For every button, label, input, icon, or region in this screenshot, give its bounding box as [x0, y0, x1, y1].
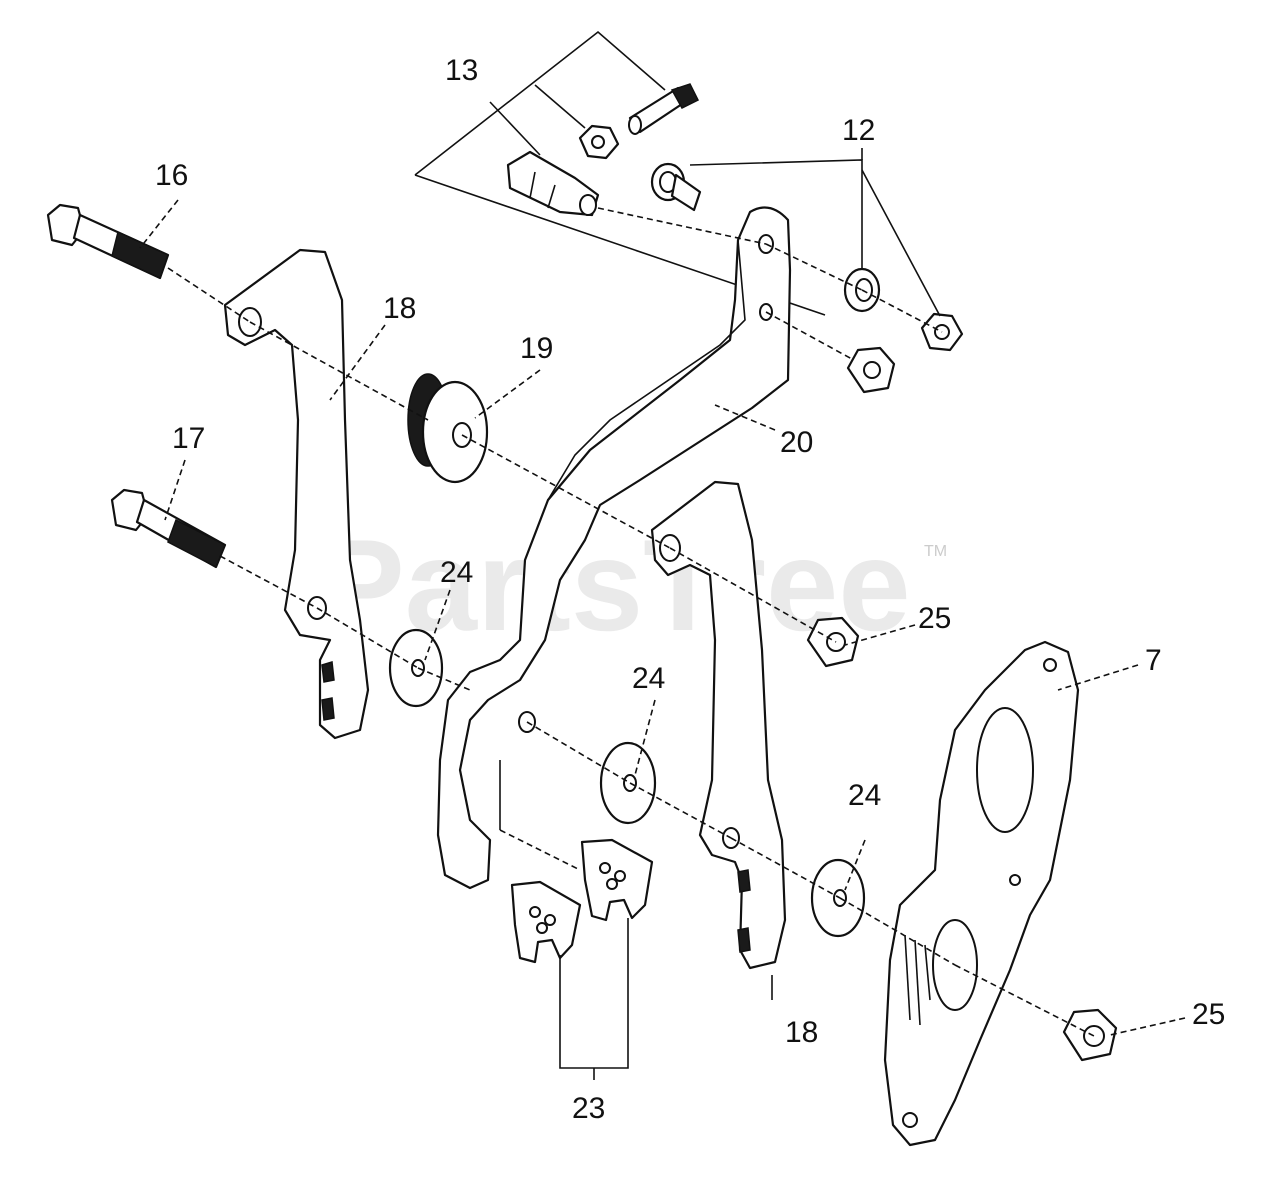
- callout-labels: 13 12 16 18 19 20 17 24 25 7 24 24 25 18…: [155, 54, 1225, 1125]
- part-19-roller: [407, 373, 489, 484]
- callout-12: 12: [842, 114, 875, 147]
- callout-25-upper: 25: [918, 602, 951, 635]
- callout-7: 7: [1145, 644, 1162, 677]
- callout-13: 13: [445, 54, 478, 87]
- part-25-nut-upper: [806, 616, 860, 668]
- part-25-nut-lower: [1062, 1008, 1118, 1062]
- centerlines: [167, 207, 1095, 1037]
- callout-19: 19: [520, 332, 553, 365]
- callout-24-mid: 24: [632, 662, 665, 695]
- callout-leaders: [139, 148, 1186, 1036]
- part-17-bolt: [110, 488, 227, 569]
- part-13-fitting: [506, 150, 600, 217]
- part-12-bracket: [689, 159, 941, 317]
- part-12-shoulder-bolt: [650, 162, 702, 212]
- part-16-bolt: [46, 203, 170, 280]
- part-18-left-arm: [223, 248, 370, 740]
- part-23-clip-left: [510, 880, 582, 964]
- callout-20: 20: [780, 426, 813, 459]
- callout-18-upper: 18: [383, 292, 416, 325]
- callout-16: 16: [155, 159, 188, 192]
- part-20-nut: [846, 346, 896, 394]
- part-18-right-arm: [650, 480, 787, 970]
- callout-18-lower: 18: [785, 1016, 818, 1049]
- part-7-plate: [883, 640, 1080, 1147]
- part-13-nut: [578, 124, 620, 160]
- part-23-clip-right: [580, 838, 654, 922]
- callout-23: 23: [572, 1092, 605, 1125]
- part-13-pin: [628, 83, 700, 135]
- callout-24-right: 24: [848, 779, 881, 812]
- part-23-bracket: [559, 918, 629, 1080]
- part-24-washer-right: [810, 858, 866, 938]
- callout-24-left: 24: [440, 556, 473, 589]
- part-24-washer-left: [388, 628, 444, 708]
- callout-25-lower: 25: [1192, 998, 1225, 1031]
- watermark-tm: TM: [924, 543, 947, 560]
- part-24-washer-mid: [599, 741, 657, 825]
- callout-17: 17: [172, 422, 205, 455]
